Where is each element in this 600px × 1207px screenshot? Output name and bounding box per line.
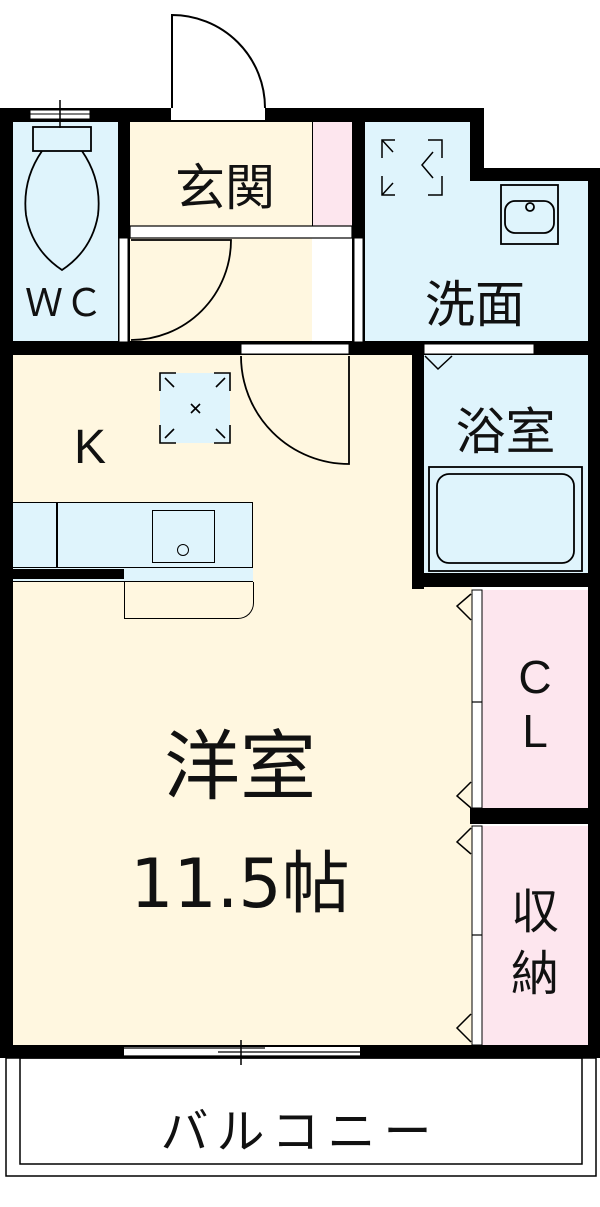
bathroom-door-icon bbox=[423, 343, 535, 371]
kitchen-sink-icon bbox=[152, 510, 215, 563]
refrigerator-space-icon bbox=[159, 372, 231, 444]
kitchen-label: K bbox=[73, 421, 106, 474]
kitchen-counter-extension bbox=[124, 582, 254, 619]
closet-label-line1: C bbox=[518, 651, 552, 703]
western-room-label: 洋室 bbox=[164, 722, 316, 811]
wc-label: ＷＣ bbox=[24, 283, 105, 325]
living-floor bbox=[12, 355, 412, 1045]
closet-label-line2: L bbox=[522, 705, 548, 757]
shuno-doors-icon bbox=[455, 825, 483, 1046]
closet-doors-icon bbox=[455, 589, 483, 809]
western-room-size: 11.5帖 bbox=[130, 845, 350, 924]
bathroom-label: 浴室 bbox=[455, 403, 556, 461]
closet-floor bbox=[482, 590, 588, 810]
drain-icon bbox=[177, 544, 189, 556]
washing-machine-space-icon bbox=[381, 139, 443, 196]
kitchen-counter-divider bbox=[56, 502, 58, 568]
wc-window-icon bbox=[29, 100, 91, 128]
bath-floor bbox=[424, 355, 588, 575]
kitchen-counter bbox=[12, 502, 253, 568]
sliding-window-icon bbox=[124, 1040, 360, 1065]
genkan-shoebox bbox=[312, 122, 352, 226]
storage-label-line1: 収 bbox=[510, 884, 559, 940]
shuno-floor bbox=[482, 826, 588, 1045]
bathtub-icon bbox=[428, 466, 583, 572]
toilet-icon bbox=[24, 126, 100, 272]
storage-label-line2: 納 bbox=[510, 946, 559, 1002]
genkan-step bbox=[129, 225, 353, 239]
senmen-label: 洗面 bbox=[425, 276, 525, 334]
senmen-floor bbox=[365, 122, 483, 344]
washbasin-icon bbox=[500, 184, 559, 245]
entrance-door-icon bbox=[171, 13, 266, 120]
wc-door-icon bbox=[118, 237, 232, 343]
kitchen-door-icon bbox=[240, 343, 350, 465]
senmen-opening bbox=[353, 237, 364, 343]
wc-floor bbox=[12, 122, 118, 344]
living-floor-right bbox=[400, 585, 472, 1045]
balcony-label: バルコニー bbox=[160, 1104, 440, 1160]
genkan-label: 玄関 bbox=[175, 159, 275, 217]
